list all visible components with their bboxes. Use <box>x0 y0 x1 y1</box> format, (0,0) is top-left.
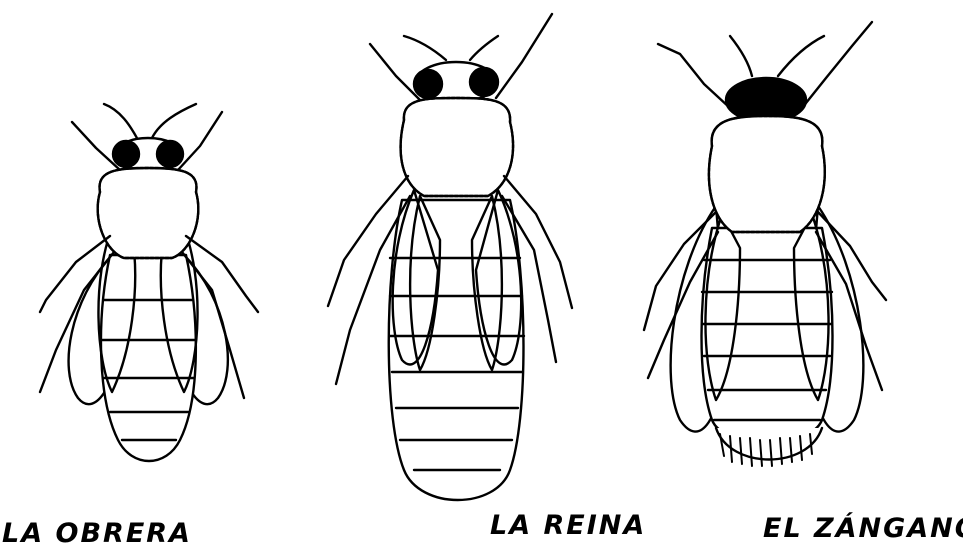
drone-caption: EL ZÁNGANO <box>763 515 963 542</box>
queen-bee <box>328 14 572 500</box>
drone-bee <box>644 22 886 466</box>
worker-caption: LA OBRERA <box>2 520 192 547</box>
queen-caption: LA REINA <box>490 512 646 539</box>
worker-bee <box>40 104 258 461</box>
